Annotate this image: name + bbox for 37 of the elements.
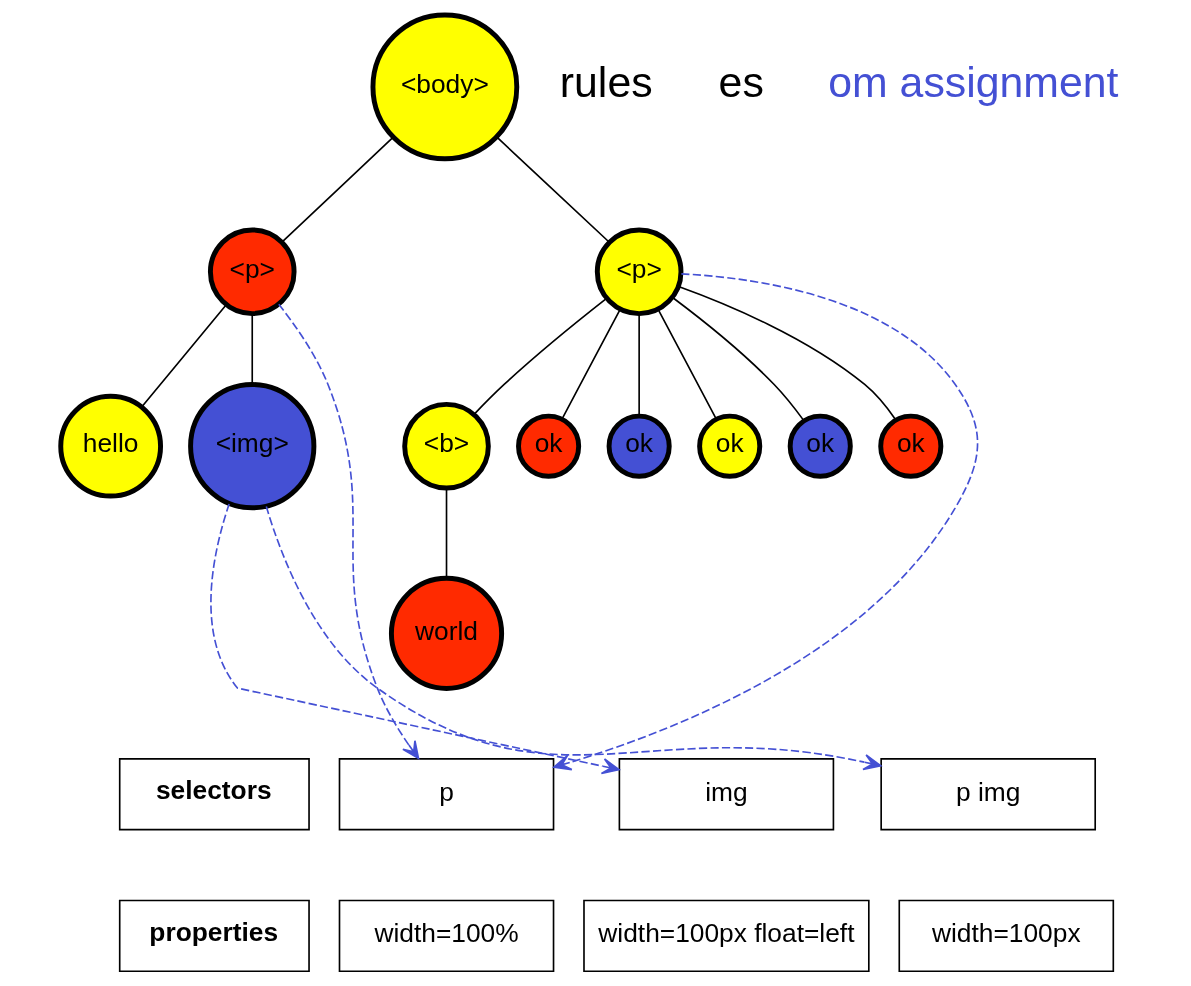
node-circle: ok [606,413,672,479]
node-box: p img [879,758,1096,831]
connector [656,308,717,420]
node-circle: world [388,575,504,691]
node-box: width=100px float=left [582,899,870,973]
connector [140,304,227,408]
node-box: selectors [118,758,310,831]
node-box: properties [118,899,310,973]
node-circle: hello [57,393,163,499]
arrow [552,273,978,771]
node-circle: ok [787,413,853,479]
label: om assignment [827,58,1118,107]
node-circle: ok [515,413,581,479]
node-box: img [618,758,834,831]
node-circle: ok [696,413,762,479]
label: rules [559,58,653,107]
connector [495,136,610,244]
node-circle: <p> [207,227,297,317]
connector [637,313,640,417]
connector [560,308,621,420]
node-circle: <img> [187,382,316,511]
node-circle: <body> [370,12,519,162]
arrow [277,303,419,760]
connector [250,313,253,385]
node-box: width=100px [897,899,1114,973]
arrow [264,505,881,771]
label: es [718,58,764,107]
connector [280,136,394,243]
node-box: p [338,758,554,831]
node-circle: <p> [594,227,683,317]
connector [677,285,896,421]
node-circle: <b> [401,401,491,491]
connector [473,297,607,415]
node-box: width=100% [338,899,554,973]
arrow [209,503,620,775]
connector [671,296,804,421]
node-circle: ok [877,413,943,479]
